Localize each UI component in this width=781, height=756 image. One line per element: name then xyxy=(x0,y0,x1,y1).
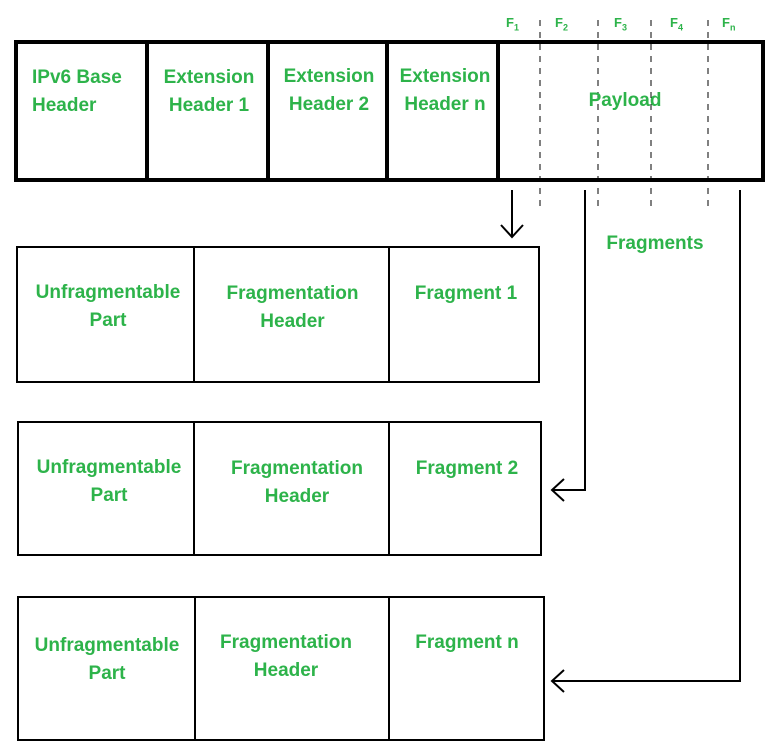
ipv6-base-header-label: IPv6 Base Header xyxy=(32,67,122,116)
fragment-marker-f2: F2 xyxy=(555,15,568,33)
arrow-fragment-1 xyxy=(500,190,524,239)
fragmentation-header-label: Fragmentation Header xyxy=(226,283,359,332)
fragment-row-box xyxy=(17,596,545,741)
fragment-marker-f1: F1 xyxy=(506,15,519,33)
fragmentation-header-label: Fragmentation Header xyxy=(231,458,363,507)
fragment-marker-fn: Fn xyxy=(722,15,736,33)
packet-box xyxy=(14,40,765,182)
fragment-row-box xyxy=(16,246,540,383)
extension-header-1-label: Extension Header 1 xyxy=(163,67,255,116)
unfragmentable-part-label: Unfragmentable Part xyxy=(35,282,181,331)
fragment-1-label: Fragment 1 xyxy=(414,283,518,304)
unfragmentable-part-label: Unfragmentable Part xyxy=(34,635,180,684)
fragmentation-header-label: Fragmentation Header xyxy=(220,632,352,681)
arrow-fragment-2 xyxy=(550,190,586,502)
fragments-label: Fragments xyxy=(606,233,704,254)
fragment-marker-f4: F4 xyxy=(670,15,683,33)
arrow-fragment-n xyxy=(550,190,741,693)
fragment-n-label: Fragment n xyxy=(415,632,519,653)
unfragmentable-part-label: Unfragmentable Part xyxy=(36,457,182,506)
fragment-2-label: Fragment 2 xyxy=(415,458,519,479)
payload-label: Payload xyxy=(588,90,662,111)
fragment-row-box xyxy=(17,421,542,556)
extension-header-n-label: Extension Header n xyxy=(399,66,491,115)
extension-header-2-label: Extension Header 2 xyxy=(283,66,375,115)
fragment-marker-f3: F3 xyxy=(614,15,627,33)
